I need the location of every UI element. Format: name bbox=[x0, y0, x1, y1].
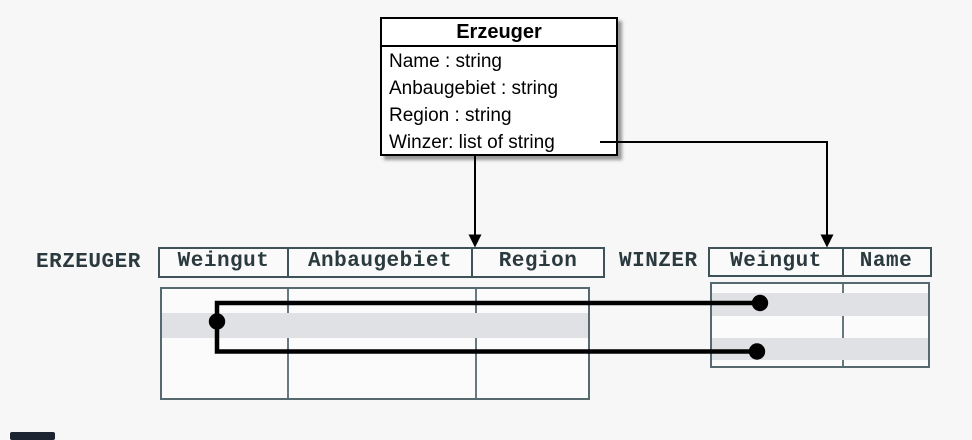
winzer-column-weingut: Weingut bbox=[730, 250, 822, 273]
erzeuger-column-divider bbox=[287, 289, 289, 398]
class-attribute-anbaugebiet: Anbaugebiet : string bbox=[389, 78, 559, 99]
class-attribute-winzer: Winzer: list of string bbox=[389, 132, 555, 153]
erzeuger-column-region: Region bbox=[471, 249, 603, 276]
winzer-column-name: Name bbox=[842, 249, 928, 275]
window-chrome-fragment bbox=[10, 432, 55, 440]
erzeuger-table-label: ERZEUGER bbox=[36, 251, 141, 274]
arrowhead-icon bbox=[468, 234, 482, 248]
arrow-to-winzer-table bbox=[600, 141, 828, 236]
winzer-column-divider bbox=[842, 284, 844, 366]
class-box-erzeuger: Erzeuger Name : string Anbaugebiet : str… bbox=[380, 17, 618, 156]
erzeuger-column-divider bbox=[475, 289, 477, 398]
winzer-highlighted-row-1 bbox=[712, 293, 928, 316]
class-attribute-name: Name : string bbox=[389, 51, 502, 72]
class-title: Erzeuger bbox=[382, 19, 616, 47]
erzeuger-column-anbaugebiet: Anbaugebiet bbox=[287, 249, 471, 276]
class-attribute-list: Name : string Anbaugebiet : string Regio… bbox=[382, 47, 616, 156]
winzer-highlighted-row-2 bbox=[712, 338, 928, 360]
erzeuger-table-body bbox=[160, 287, 590, 400]
winzer-table-label: WINZER bbox=[619, 250, 698, 273]
erzeuger-column-weingut: Weingut bbox=[177, 250, 270, 273]
erzeuger-header-row: Weingut Anbaugebiet Region bbox=[158, 247, 605, 278]
class-attribute-region: Region : string bbox=[389, 105, 512, 126]
winzer-table-body bbox=[710, 282, 930, 368]
winzer-header-row: Weingut Name bbox=[708, 247, 932, 277]
erzeuger-highlighted-row bbox=[162, 313, 588, 338]
arrowhead-icon bbox=[820, 234, 834, 248]
